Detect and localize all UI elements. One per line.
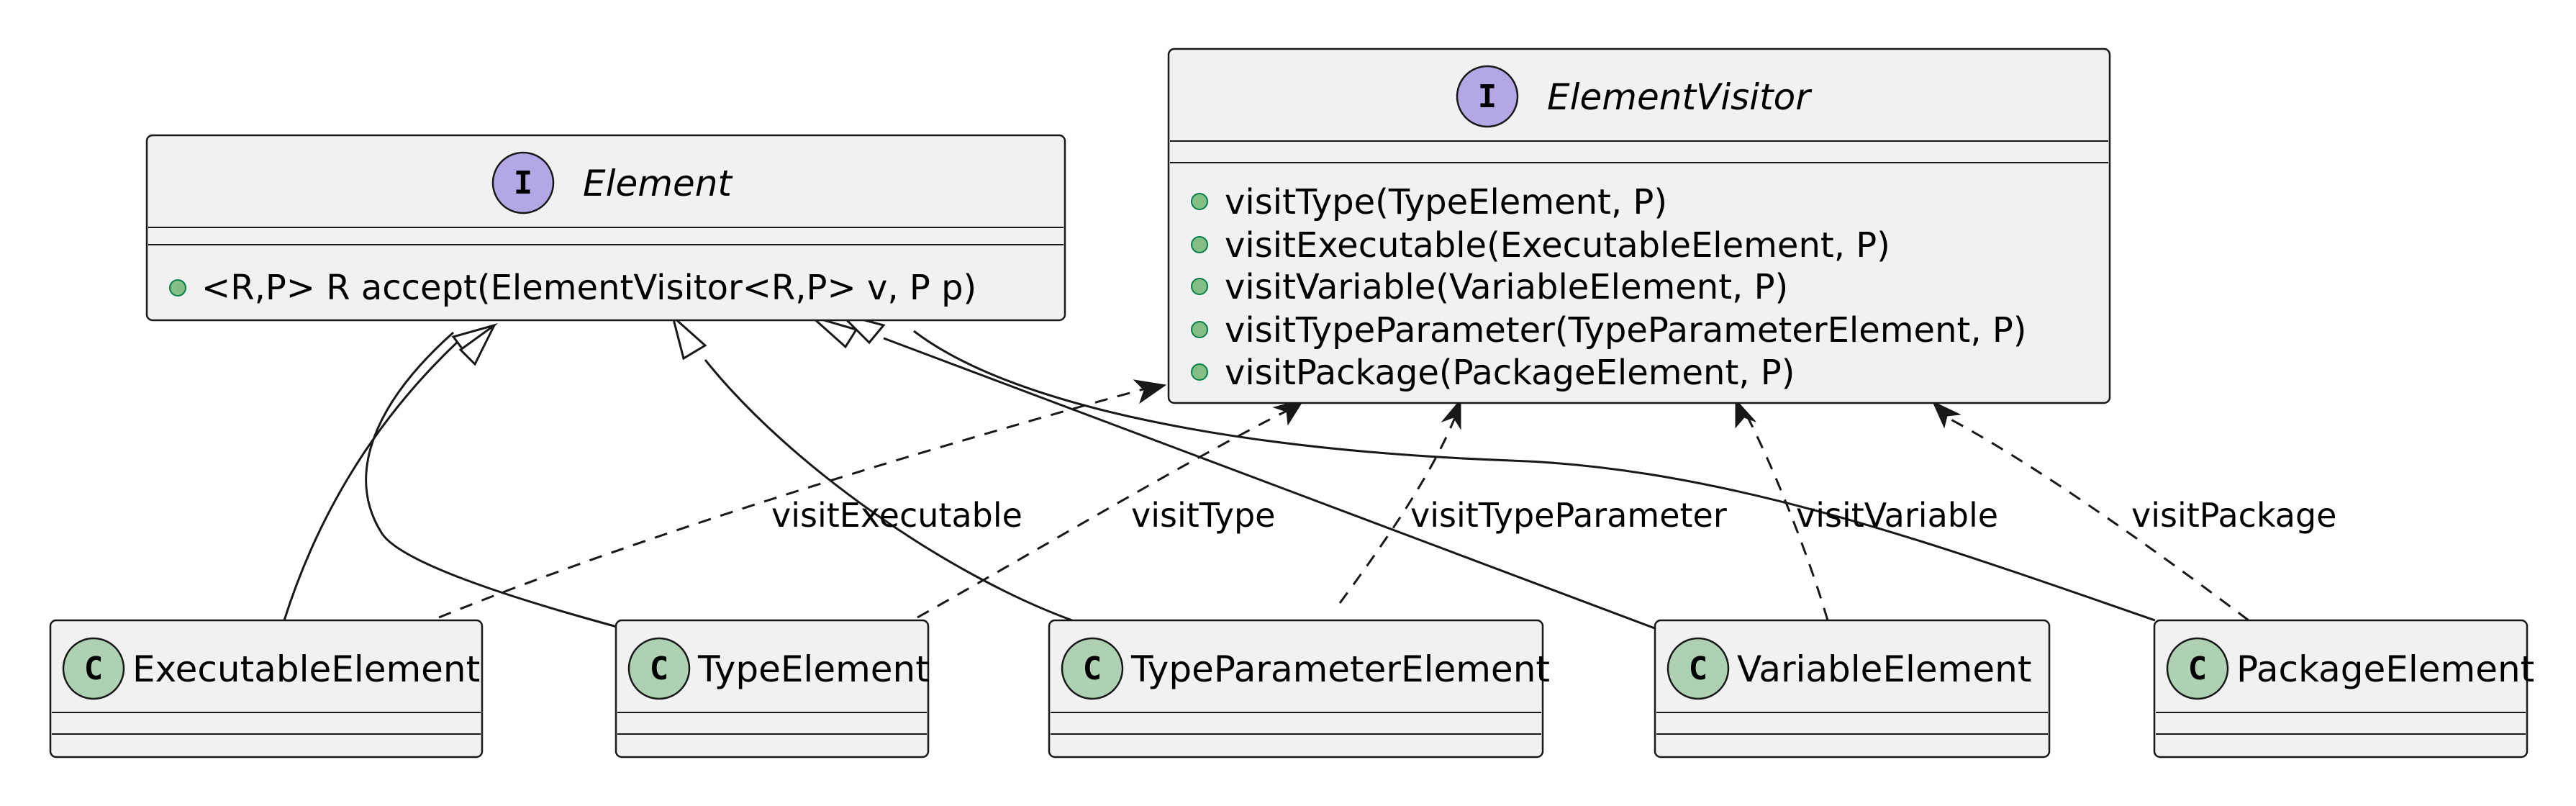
class-type-parameter-element[interactable]: C TypeParameterElement	[1048, 619, 1550, 759]
class-executable-element[interactable]: C ExecutableElement	[49, 619, 484, 759]
interface-badge	[1456, 65, 1519, 128]
dependency-arrowhead	[1735, 398, 1756, 429]
class-name: TypeParameterElement	[1130, 648, 1550, 690]
inheritance-arrowhead	[671, 313, 707, 361]
public-visibility-icon	[1191, 321, 1208, 338]
dependency-arrowhead	[1931, 400, 1962, 429]
class-badge	[627, 637, 691, 700]
dependency-edges	[438, 379, 2249, 622]
public-visibility-icon	[1191, 193, 1208, 210]
inheritance-arrowhead	[811, 315, 858, 349]
method-visit-executable: visitExecutable(ExecutableElement, P)	[1225, 225, 1890, 266]
public-visibility-icon	[169, 279, 186, 296]
inheritance-arrowhead	[458, 324, 496, 366]
label-visit-executable: visitExecutable	[771, 496, 1022, 535]
class-badge-letter: C	[84, 651, 104, 687]
interface-name: ElementVisitor	[1547, 76, 1813, 118]
class-badge-letter: C	[1083, 651, 1102, 687]
label-visit-type: visitType	[1131, 496, 1275, 535]
edge-variable-uses-visitor	[1746, 415, 1829, 621]
edge-type-uses-visitor	[917, 409, 1289, 619]
class-badge	[2166, 637, 2229, 700]
edge-labels: visitExecutable visitType visitTypeParam…	[771, 496, 2336, 535]
method-visit-type-parameter: visitTypeParameter(TypeParameterElement,…	[1225, 310, 2027, 350]
class-name: ExecutableElement	[132, 648, 480, 690]
class-name: VariableElement	[1737, 648, 2031, 690]
public-visibility-icon	[1191, 363, 1208, 381]
class-name: TypeElement	[697, 648, 930, 690]
dependency-arrowhead	[1441, 398, 1461, 430]
class-package-element[interactable]: C PackageElement	[2153, 619, 2534, 759]
interface-badge-letter: I	[1478, 78, 1497, 115]
edge-type-implements-element	[365, 331, 641, 635]
edge-package-implements-element	[913, 330, 2156, 622]
class-variable-element[interactable]: C VariableElement	[1654, 619, 2051, 759]
method-visit-package: visitPackage(PackageElement, P)	[1225, 353, 1795, 393]
interface-name: Element	[583, 163, 733, 204]
public-visibility-icon	[1191, 236, 1208, 253]
class-badge-letter: C	[650, 651, 669, 687]
dependency-arrowhead	[1133, 379, 1167, 404]
label-visit-variable: visitVariable	[1796, 496, 1998, 535]
method-accept: <R,P> R accept(ElementVisitor<R,P> v, P …	[201, 268, 976, 308]
class-type-element[interactable]: C TypeElement	[614, 619, 930, 759]
interface-badge	[491, 151, 555, 214]
edge-executable-implements-element	[283, 331, 469, 621]
dependency-arrowhead	[1272, 399, 1305, 426]
edge-variable-implements-element	[883, 337, 1659, 631]
method-visit-type: visitType(TypeElement, P)	[1225, 182, 1667, 222]
edge-executable-uses-visitor	[438, 387, 1146, 619]
edge-package-uses-visitor	[1944, 415, 2249, 622]
interface-badge-letter: I	[514, 165, 533, 202]
interface-element-visitor[interactable]: I ElementVisitor visitType(TypeElement, …	[1167, 47, 2111, 404]
class-name: PackageElement	[2236, 648, 2534, 690]
label-visit-type-parameter: visitTypeParameter	[1410, 496, 1727, 535]
edge-typeparameter-uses-visitor	[1338, 417, 1456, 604]
class-badge	[1666, 637, 1730, 700]
class-badge-letter: C	[2188, 651, 2208, 687]
interface-element[interactable]: I Element <R,P> R accept(ElementVisitor<…	[145, 134, 1066, 322]
class-badge	[1061, 637, 1124, 700]
method-visit-variable: visitVariable(VariableElement, P)	[1225, 267, 1788, 307]
public-visibility-icon	[1191, 278, 1208, 295]
class-badge-letter: C	[1689, 651, 1708, 687]
edge-typeparameter-implements-element	[704, 359, 1073, 622]
label-visit-package: visitPackage	[2131, 496, 2336, 535]
class-badge	[62, 637, 125, 700]
